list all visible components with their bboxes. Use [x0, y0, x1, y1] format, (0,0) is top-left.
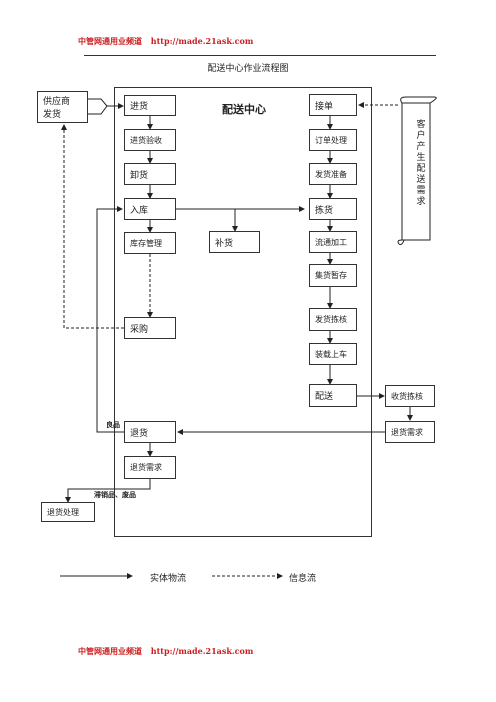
- header-brand: 中管网通用业频道: [78, 36, 142, 46]
- line-need-to-process: [65, 479, 151, 503]
- supplier-arrow: [88, 98, 108, 115]
- bad-item-label: 滞销品、废品: [94, 491, 136, 499]
- header-divider: [84, 55, 436, 56]
- loading-box[interactable]: 装载上车: [309, 343, 357, 365]
- storage-box[interactable]: 入库: [124, 198, 176, 220]
- customer-scroll-curl-bottom: [397, 239, 405, 245]
- return-process-box[interactable]: 退货处理: [41, 502, 95, 522]
- order-box[interactable]: 接单: [309, 94, 357, 116]
- delivery-box[interactable]: 配送: [309, 384, 357, 407]
- legend-physical-label: 实体物流: [150, 574, 187, 584]
- center-title: 配送中心: [222, 103, 266, 116]
- staging-box[interactable]: 集货暂存: [309, 264, 357, 287]
- legend-info-label: 信息流: [289, 574, 317, 584]
- good-item-label: 良品: [106, 421, 120, 429]
- inspection-box[interactable]: 进货验收: [124, 129, 176, 151]
- return-demand-box[interactable]: 退货需求: [385, 421, 435, 443]
- ship-prep-box[interactable]: 发货准备: [309, 163, 357, 185]
- receive-check-box[interactable]: 收货拣核: [385, 385, 435, 407]
- diagram-title: 配送中心作业流程图: [207, 64, 289, 74]
- bottom-header: 中管网通用业频道 http://made.21ask.com: [78, 646, 253, 657]
- picking-box[interactable]: 拣货: [309, 198, 357, 220]
- purchase-box[interactable]: 采购: [124, 317, 176, 339]
- return-box[interactable]: 退货: [124, 421, 176, 443]
- supplier-line1: 供应商: [43, 97, 71, 107]
- return-need-box[interactable]: 退货需求: [124, 456, 176, 479]
- supplier-line2: 发货: [43, 110, 62, 120]
- ship-check-box[interactable]: 发货拣核: [309, 308, 357, 331]
- customer-scroll-shape: [401, 102, 431, 241]
- footer-brand: 中管网通用业频道: [78, 646, 142, 656]
- supplier-box[interactable]: 供应商 发货: [37, 91, 88, 123]
- header-url[interactable]: http://made.21ask.com: [150, 36, 254, 46]
- distribution-center-frame: [114, 87, 372, 537]
- processing-box[interactable]: 流通加工: [309, 231, 357, 253]
- info-purchase-supplier: [61, 124, 124, 329]
- customer-scroll-text: 客户产生配送需求: [416, 120, 426, 207]
- unload-box[interactable]: 卸货: [124, 163, 176, 185]
- customer-scroll-curl-top: [400, 96, 437, 104]
- replenish-box[interactable]: 补货: [209, 231, 260, 253]
- line-good-to-storage: [96, 206, 124, 433]
- order-process-box[interactable]: 订单处理: [309, 129, 357, 151]
- footer-url[interactable]: http://made.21ask.com: [150, 646, 254, 656]
- inventory-box[interactable]: 库存管理: [124, 232, 176, 254]
- top-header: 中管网通用业频道 http://made.21ask.com: [78, 36, 253, 47]
- stock-in-box[interactable]: 进货: [124, 95, 176, 116]
